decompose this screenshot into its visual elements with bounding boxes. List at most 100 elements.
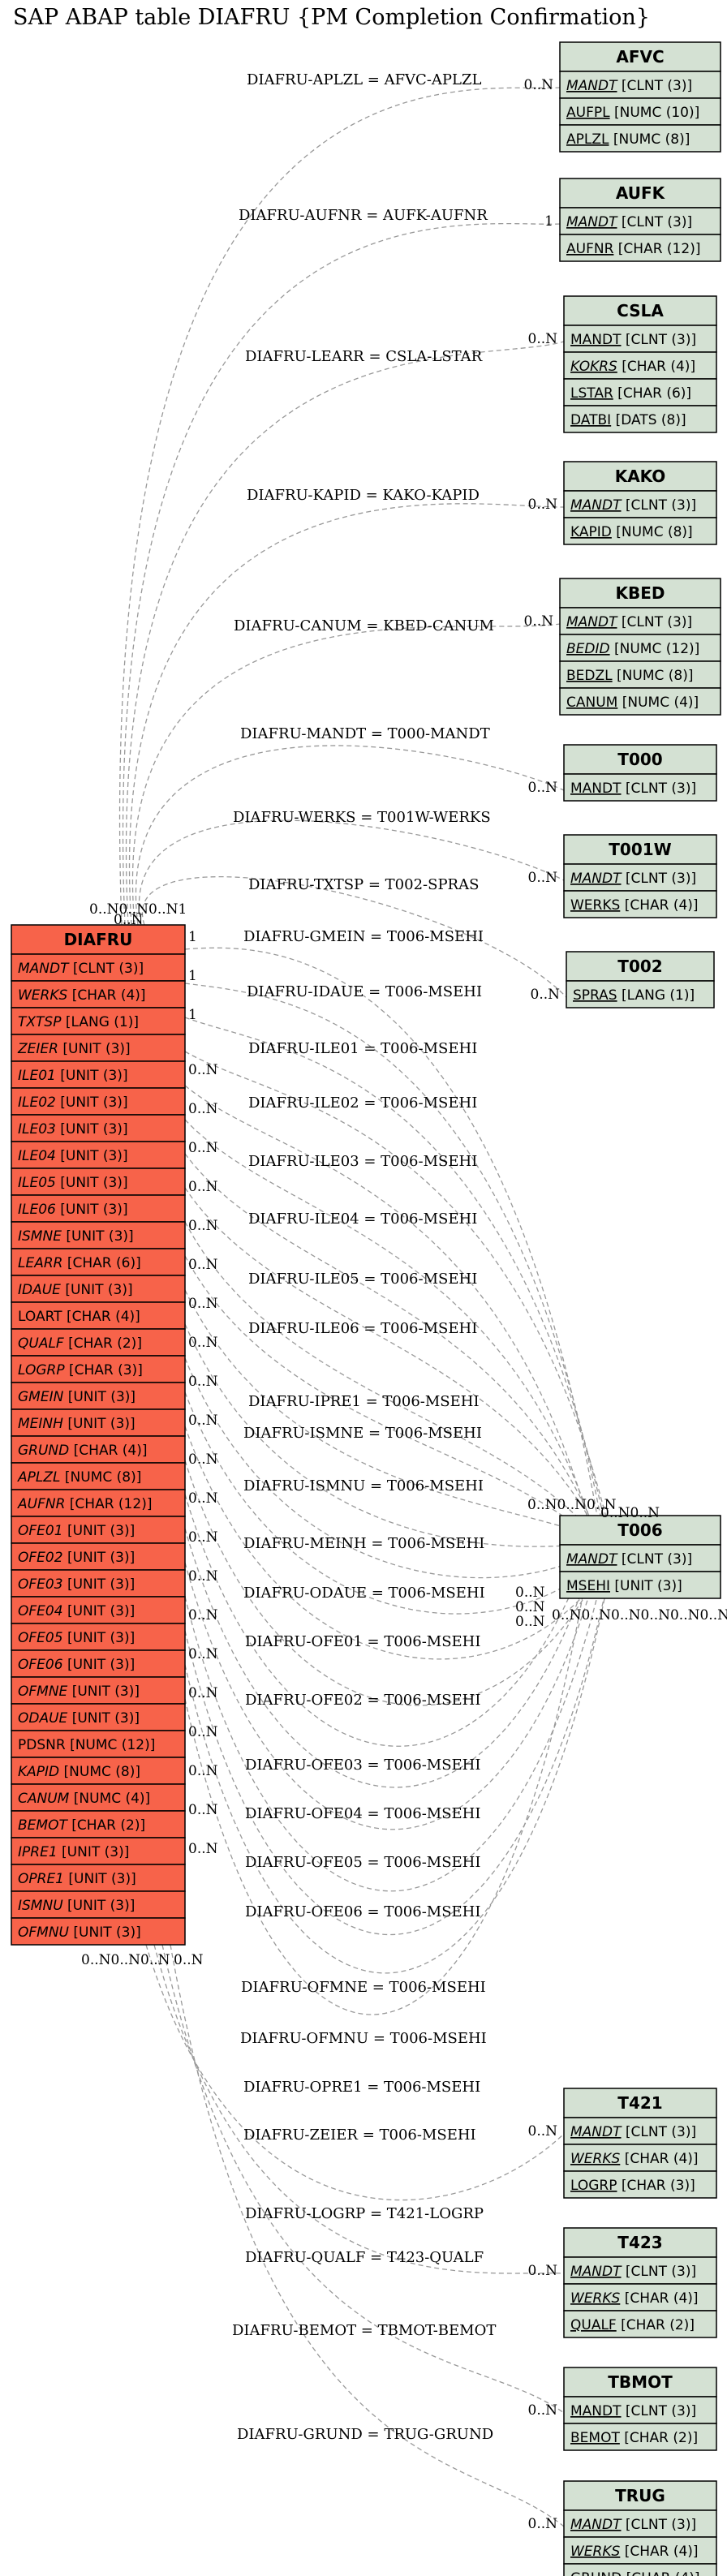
relation-label: DIAFRU-OFE04 = T006-MSEHI	[245, 1805, 481, 1822]
field-row	[11, 1248, 186, 1276]
field-text: CANUM [NUMC (4)]	[18, 1791, 150, 1807]
table-name: TBMOT	[608, 2372, 673, 2392]
relation-cardinality: 0..N	[524, 77, 554, 93]
table-name: T000	[617, 750, 662, 769]
field-type: [UNIT (3)]	[61, 1282, 133, 1298]
field-type: [CLNT (3)]	[622, 2517, 697, 2533]
field-type: [CHAR (3)]	[617, 2178, 695, 2194]
field-text: MANDT [CLNT (3)]	[570, 871, 696, 887]
field-type: [DATS (8)]	[611, 412, 686, 428]
field-name: OFMNU	[18, 1924, 70, 1941]
field-text: MANDT [CLNT (3)]	[18, 961, 144, 977]
field-row	[11, 1569, 186, 1598]
relation-edge	[170, 1944, 565, 2527]
field-type: [CHAR (3)]	[65, 1362, 143, 1378]
table-name: T006	[617, 1520, 662, 1540]
field-name: BEMOT	[18, 1817, 68, 1834]
field-name: IPRE1	[18, 1844, 58, 1860]
field-text: LOGRP [CHAR (3)]	[570, 2178, 695, 2194]
field-type: [CLNT (3)]	[617, 1551, 693, 1568]
field-row	[11, 1275, 186, 1303]
relation-label: DIAFRU-ZEIER = T006-MSEHI	[243, 2127, 476, 2144]
field-row	[566, 980, 715, 1008]
table-name: T001W	[609, 840, 671, 859]
field-type: [CLNT (3)]	[617, 614, 693, 630]
field-row	[559, 607, 721, 635]
table-name: TRUG	[615, 2486, 665, 2505]
field-type: [NUMC (8)]	[613, 668, 694, 684]
field-type: [CHAR (2)]	[617, 2317, 695, 2333]
relation-label: DIAFRU-LEARR = CSLA-LSTAR	[245, 348, 483, 365]
field-type: [UNIT (3)]	[58, 1041, 131, 1057]
field-name: LOGRP	[18, 1362, 65, 1378]
field-text: KAPID [NUMC (8)]	[570, 524, 693, 540]
field-type: [UNIT (3)]	[63, 1657, 136, 1673]
field-name: MANDT	[570, 871, 622, 887]
field-row	[563, 2256, 717, 2285]
side-cardinality: 0..N	[188, 1490, 218, 1507]
field-type: [CHAR (4)]	[620, 2290, 698, 2307]
field-name: ILE05	[18, 1175, 56, 1191]
field-text: MANDT [CLNT (3)]	[570, 2264, 696, 2280]
field-text: APLZL [NUMC (8)]	[17, 1469, 141, 1486]
field-name: DATBI	[570, 412, 611, 428]
table-name: KAKO	[615, 467, 666, 486]
field-type: [UNIT (3)]	[56, 1121, 128, 1137]
field-text: OFE04 [UNIT (3)]	[18, 1603, 135, 1619]
field-name: MANDT	[18, 961, 70, 977]
relation-label: DIAFRU-ILE03 = T006-MSEHI	[248, 1153, 477, 1170]
side-cardinality: 0..N	[188, 1062, 218, 1078]
relation-edge	[131, 623, 561, 926]
t006-cardinality: 0..N0..N0..N	[527, 1497, 617, 1513]
field-name: GRUND	[570, 2570, 622, 2576]
side-cardinality: 0..N	[188, 1607, 218, 1623]
field-text: APLZL [NUMC (8)]	[566, 131, 690, 148]
field-name: IDAUE	[18, 1282, 61, 1298]
field-type: [CLNT (3)]	[617, 78, 693, 94]
field-text: ILE04 [UNIT (3)]	[18, 1148, 128, 1164]
field-row	[11, 1007, 186, 1035]
field-name: MANDT	[570, 2264, 622, 2280]
relation-edges	[118, 87, 617, 2527]
t006-side-cardinality: 0..N	[515, 1599, 545, 1615]
field-type: [UNIT (3)]	[63, 1550, 136, 1566]
relation-label: DIAFRU-GMEIN = T006-MSEHI	[243, 928, 484, 945]
field-text: MANDT [CLNT (3)]	[570, 332, 696, 348]
relation-label: DIAFRU-ILE04 = T006-MSEHI	[248, 1211, 477, 1228]
field-type: [UNIT (3)]	[56, 1068, 128, 1084]
field-type: [UNIT (3)]	[63, 1576, 136, 1593]
relation-label: DIAFRU-OFE02 = T006-MSEHI	[245, 1692, 481, 1709]
field-text: IPRE1 [UNIT (3)]	[18, 1844, 129, 1860]
relation-edge	[129, 503, 565, 926]
relation-edge	[184, 1528, 598, 1788]
relation-label: DIAFRU-MANDT = T000-MANDT	[240, 725, 490, 742]
field-name: BEMOT	[570, 2430, 620, 2446]
field-name: WERKS	[18, 987, 68, 1004]
field-text: MEINH [UNIT (3)]	[18, 1416, 136, 1432]
relation-edge	[153, 1944, 565, 2274]
field-type: [UNIT (3)]	[63, 1389, 136, 1405]
field-name: MANDT	[566, 214, 618, 230]
field-type: [CHAR (4)]	[620, 897, 698, 914]
side-cardinality: 0..N	[188, 1646, 218, 1662]
field-row	[563, 2170, 717, 2199]
field-row	[563, 2310, 717, 2338]
field-type: [UNIT (3)]	[69, 1924, 141, 1941]
field-row	[11, 1837, 186, 1865]
field-name: GRUND	[18, 1443, 69, 1459]
field-name: MANDT	[570, 2517, 622, 2533]
table-header	[563, 2480, 717, 2511]
field-text: GRUND [CHAR (4)]	[570, 2570, 700, 2576]
table-name: KBED	[615, 583, 665, 603]
main-cardinality: 0..N0..N0..N1	[89, 901, 187, 918]
field-text: ILE03 [UNIT (3)]	[18, 1121, 128, 1137]
field-text: ODAUE [UNIT (3)]	[18, 1710, 140, 1727]
page-title: SAP ABAP table DIAFRU {PM Completion Con…	[13, 5, 650, 30]
relation-edge	[184, 983, 608, 1551]
relation-edge	[118, 87, 561, 926]
table-header	[563, 2088, 717, 2118]
field-type: [UNIT (3)]	[63, 1898, 136, 1914]
